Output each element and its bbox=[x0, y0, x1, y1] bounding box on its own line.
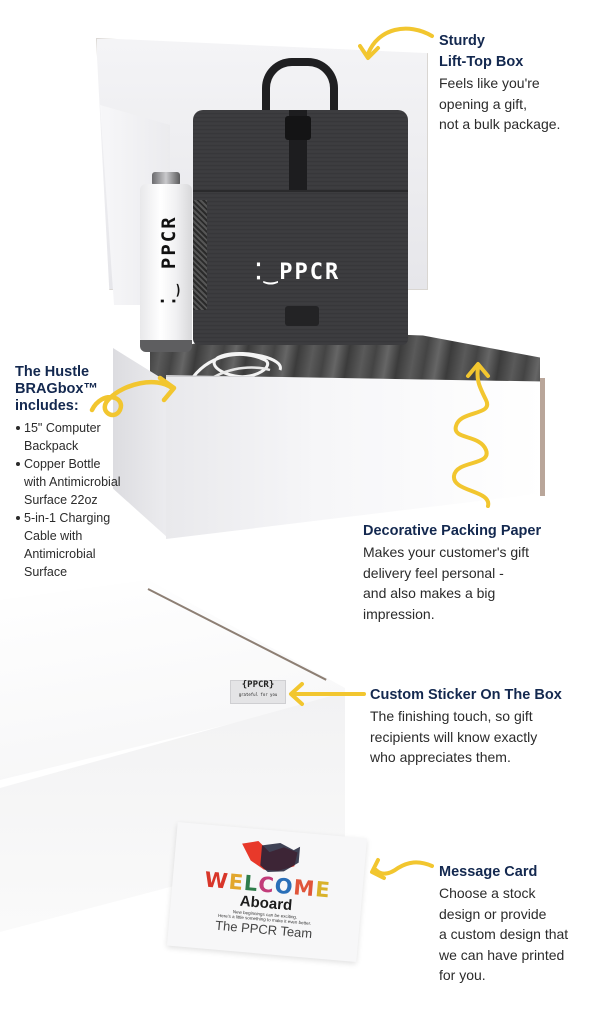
custom-sticker: {PPCR} grateful for you bbox=[230, 680, 286, 704]
arrow-to-contents-icon bbox=[89, 375, 177, 418]
callout-body: Makes your customer's gift delivery feel… bbox=[363, 544, 530, 622]
handshake-icon bbox=[242, 841, 301, 872]
callout-title: Lift-Top Box bbox=[439, 54, 524, 70]
includes-panel: The Hustle BRAGbox™ includes: 15" Comput… bbox=[15, 364, 145, 581]
callout-lift-top-box: Sturdy Lift-Top Box Feels like you're op… bbox=[439, 31, 604, 135]
callout-body: Feels like you're opening a gift, not a … bbox=[439, 75, 561, 132]
bottle-base bbox=[140, 340, 192, 352]
callout-custom-sticker: Custom Sticker On The Box The finishing … bbox=[370, 685, 604, 768]
bottle-logo: ⁚‿ PPCR bbox=[158, 215, 180, 304]
message-card: WELCOME Aboard New beginnings can be exc… bbox=[166, 821, 368, 963]
box-edge bbox=[540, 378, 545, 496]
backpack-buckle bbox=[285, 116, 311, 140]
arrow-to-sticker-icon bbox=[289, 682, 366, 706]
arrow-to-lid-icon bbox=[358, 26, 434, 60]
bottle: ⁚‿ PPCR bbox=[140, 184, 192, 344]
callout-title: Message Card bbox=[439, 864, 538, 880]
includes-title: The Hustle BRAGbox™ includes: bbox=[15, 364, 98, 414]
callout-message-card: Message Card Choose a stock design or pr… bbox=[439, 862, 604, 986]
arrow-to-card-icon bbox=[370, 858, 434, 880]
smile-icon: ⁚‿ bbox=[255, 260, 280, 285]
backpack-flap-line bbox=[193, 190, 408, 192]
list-item: 15" Computer Backpack bbox=[15, 419, 145, 455]
list-item: Copper Bottle with Antimicrobial Surface… bbox=[15, 455, 145, 509]
includes-list: 15" Computer Backpack Copper Bottle with… bbox=[15, 419, 145, 581]
backpack: ⁚‿PPCR bbox=[193, 110, 408, 345]
callout-title: Decorative Packing Paper bbox=[363, 523, 542, 539]
callout-title: Custom Sticker On The Box bbox=[370, 687, 562, 703]
arrow-to-paper-icon bbox=[452, 362, 491, 508]
backpack-handle bbox=[262, 58, 338, 126]
smile-icon: ⁚‿ bbox=[158, 269, 180, 304]
backpack-side-mesh bbox=[193, 200, 207, 310]
callout-packing-paper: Decorative Packing Paper Makes your cust… bbox=[363, 521, 603, 624]
callout-title: Sturdy bbox=[439, 33, 485, 49]
bottle-cap bbox=[152, 172, 180, 186]
open-box-scene: ⁚‿PPCR ⁚‿ PPCR bbox=[89, 26, 545, 539]
backpack-logo: ⁚‿PPCR bbox=[255, 260, 341, 285]
callout-body: The finishing touch, so gift recipients … bbox=[370, 708, 538, 765]
callout-body: Choose a stock design or provide a custo… bbox=[439, 885, 569, 983]
list-item: 5-in-1 Charging Cable with Antimicrobial… bbox=[15, 509, 145, 581]
backpack-pocket-tab bbox=[285, 306, 319, 326]
